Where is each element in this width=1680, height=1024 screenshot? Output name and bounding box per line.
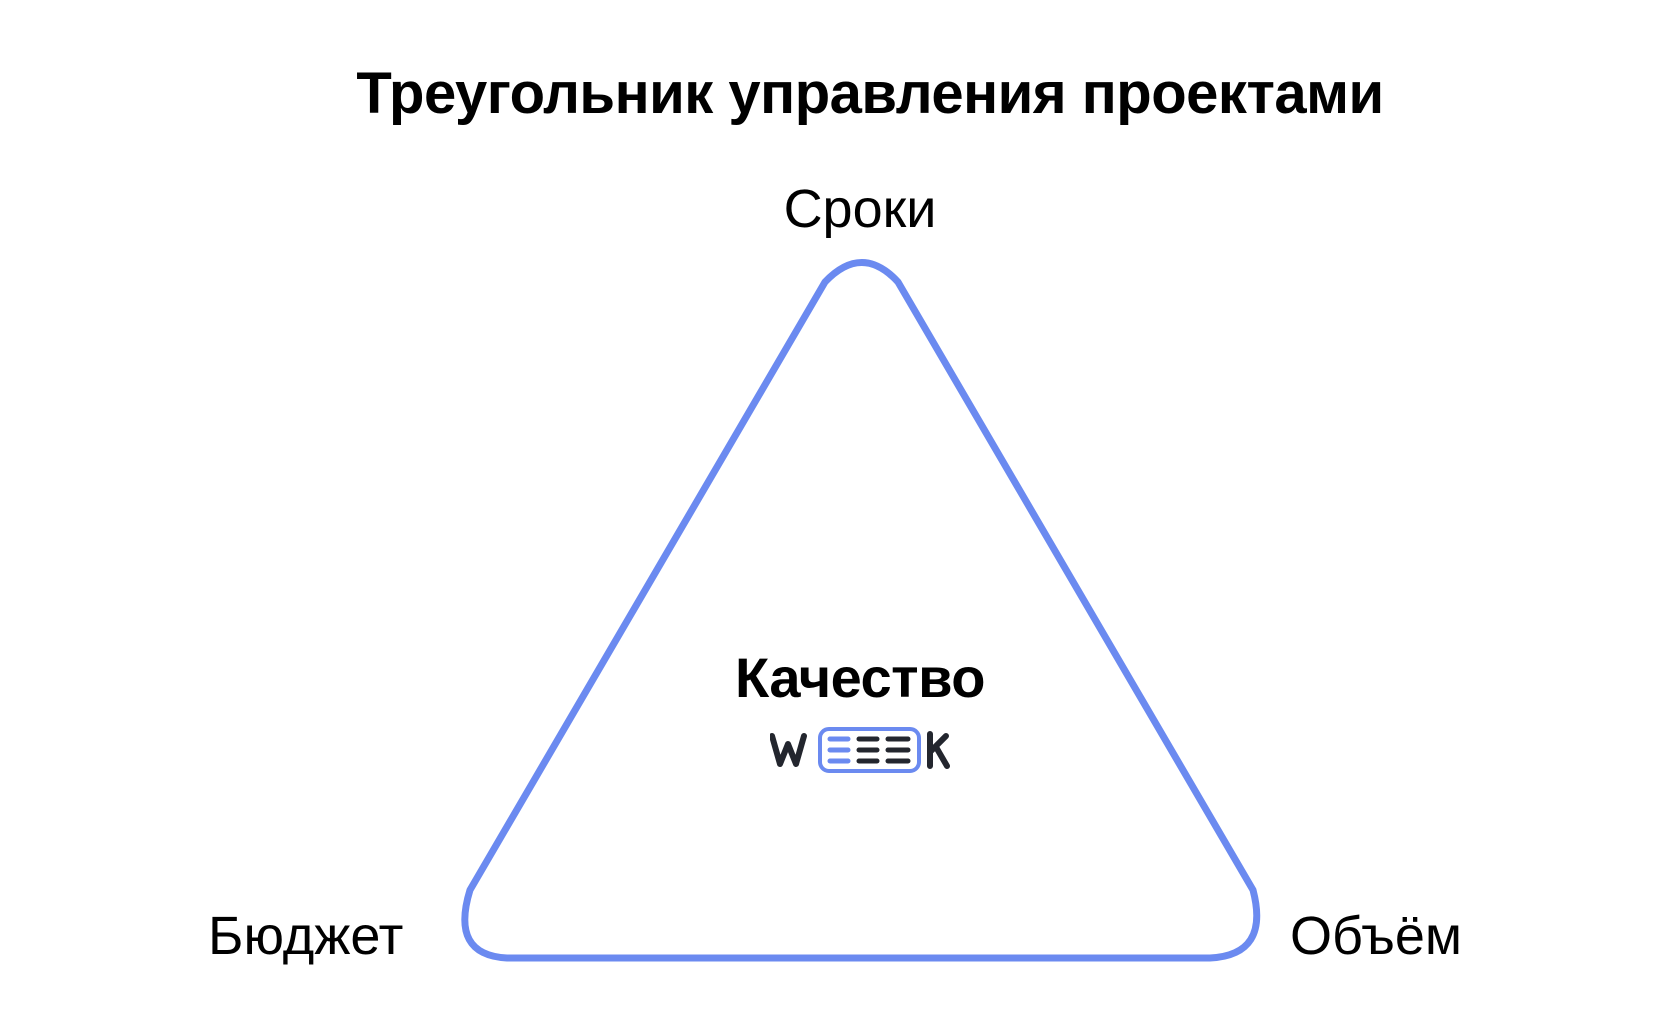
logo-letter-e-1 — [827, 736, 851, 764]
vertex-label-time: Сроки — [783, 179, 937, 239]
vertex-label-budget: Бюджет — [208, 906, 404, 966]
weeek-logo — [770, 727, 950, 773]
triangle-outline — [461, 259, 1261, 962]
logo-e-frame — [818, 727, 921, 773]
logo-letter-w — [770, 733, 807, 767]
logo-letter-e-3 — [885, 736, 911, 764]
logo-letter-e-2 — [856, 736, 880, 764]
diagram-title: Треугольник управления проектами — [356, 61, 1384, 126]
center-label-quality: Качество — [735, 646, 986, 709]
logo-letter-k — [927, 731, 950, 769]
vertex-label-scope: Объём — [1290, 906, 1463, 966]
